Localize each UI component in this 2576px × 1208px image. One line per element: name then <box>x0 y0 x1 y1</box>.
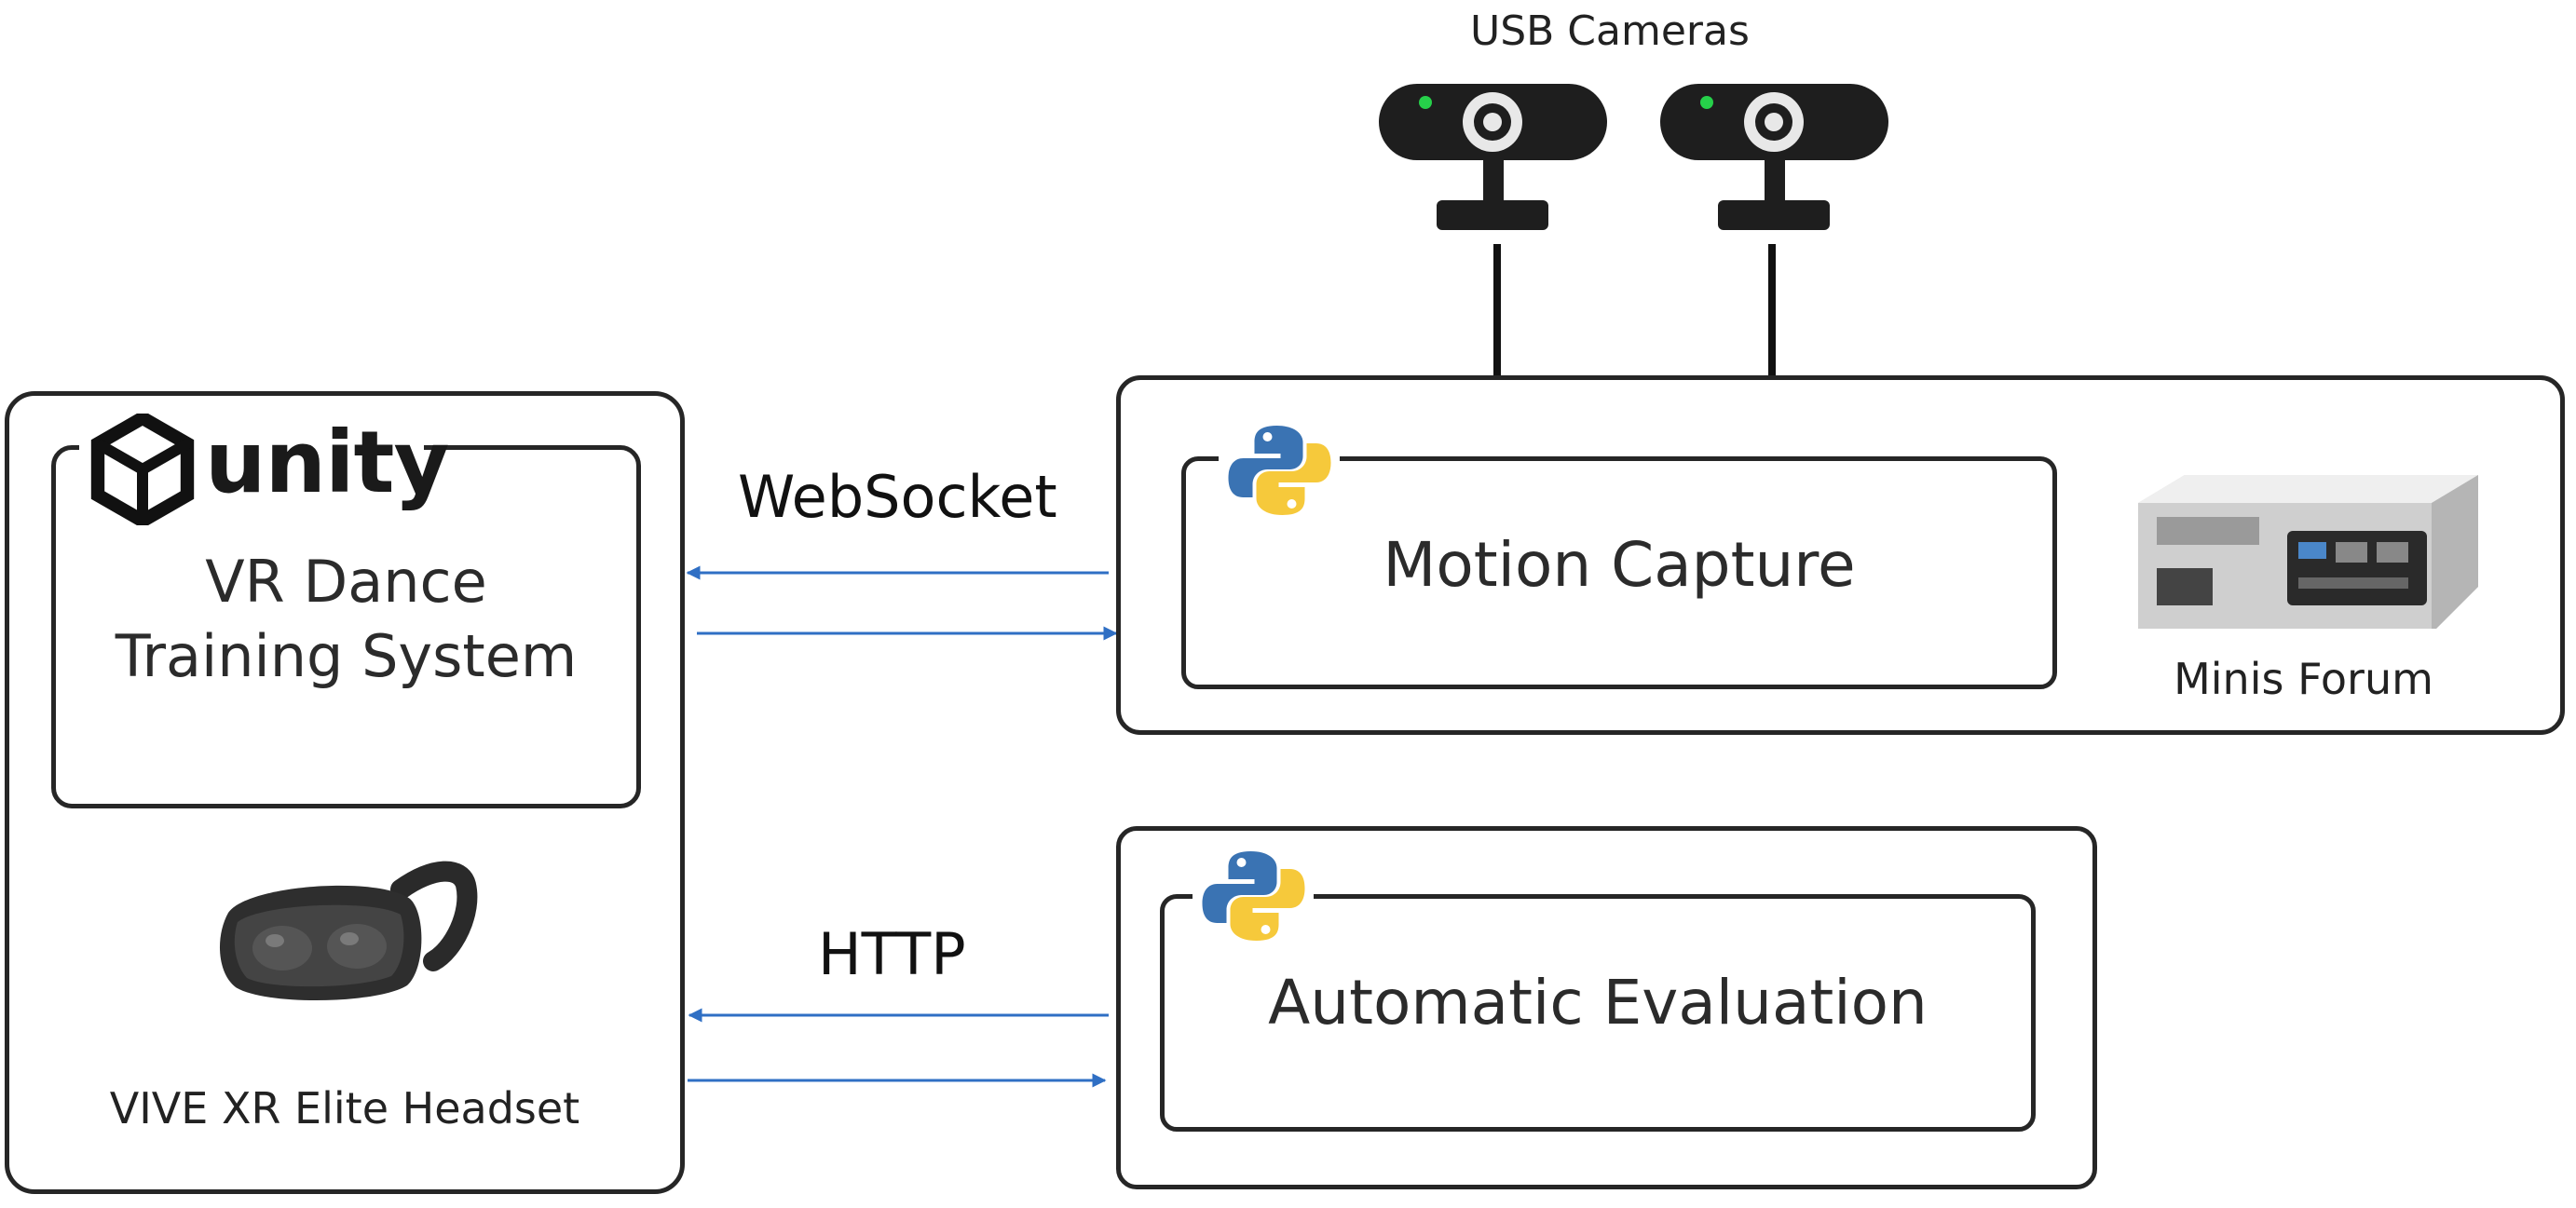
app-title-line1: VR Dance <box>205 548 487 616</box>
headset-label: VIVE XR Elite Headset <box>109 1083 580 1133</box>
unity-wordmark: unity <box>205 413 449 512</box>
python-logo-icon <box>1202 851 1305 941</box>
app-title-line2: Training System <box>115 622 578 690</box>
webcam-icon <box>1379 84 1607 230</box>
python-logo-evaluation <box>1193 848 1314 945</box>
webcam-icon <box>1660 84 1888 230</box>
mini-pc-label: Minis Forum <box>2174 654 2433 704</box>
python-logo-icon <box>1228 426 1331 515</box>
mini-pc-icon <box>2138 475 2478 629</box>
usb-cameras-label: USB Cameras <box>1470 7 1750 55</box>
unity-logo: unity <box>79 408 449 529</box>
unity-logo-icon <box>90 414 195 525</box>
websocket-label: WebSocket <box>738 463 1057 531</box>
automatic-evaluation-label: Automatic Evaluation <box>1268 967 1928 1038</box>
motion-capture-label: Motion Capture <box>1383 529 1856 601</box>
vr-headset-icon <box>219 861 478 1001</box>
http-label: HTTP <box>818 920 966 988</box>
python-logo-motion <box>1219 424 1340 517</box>
